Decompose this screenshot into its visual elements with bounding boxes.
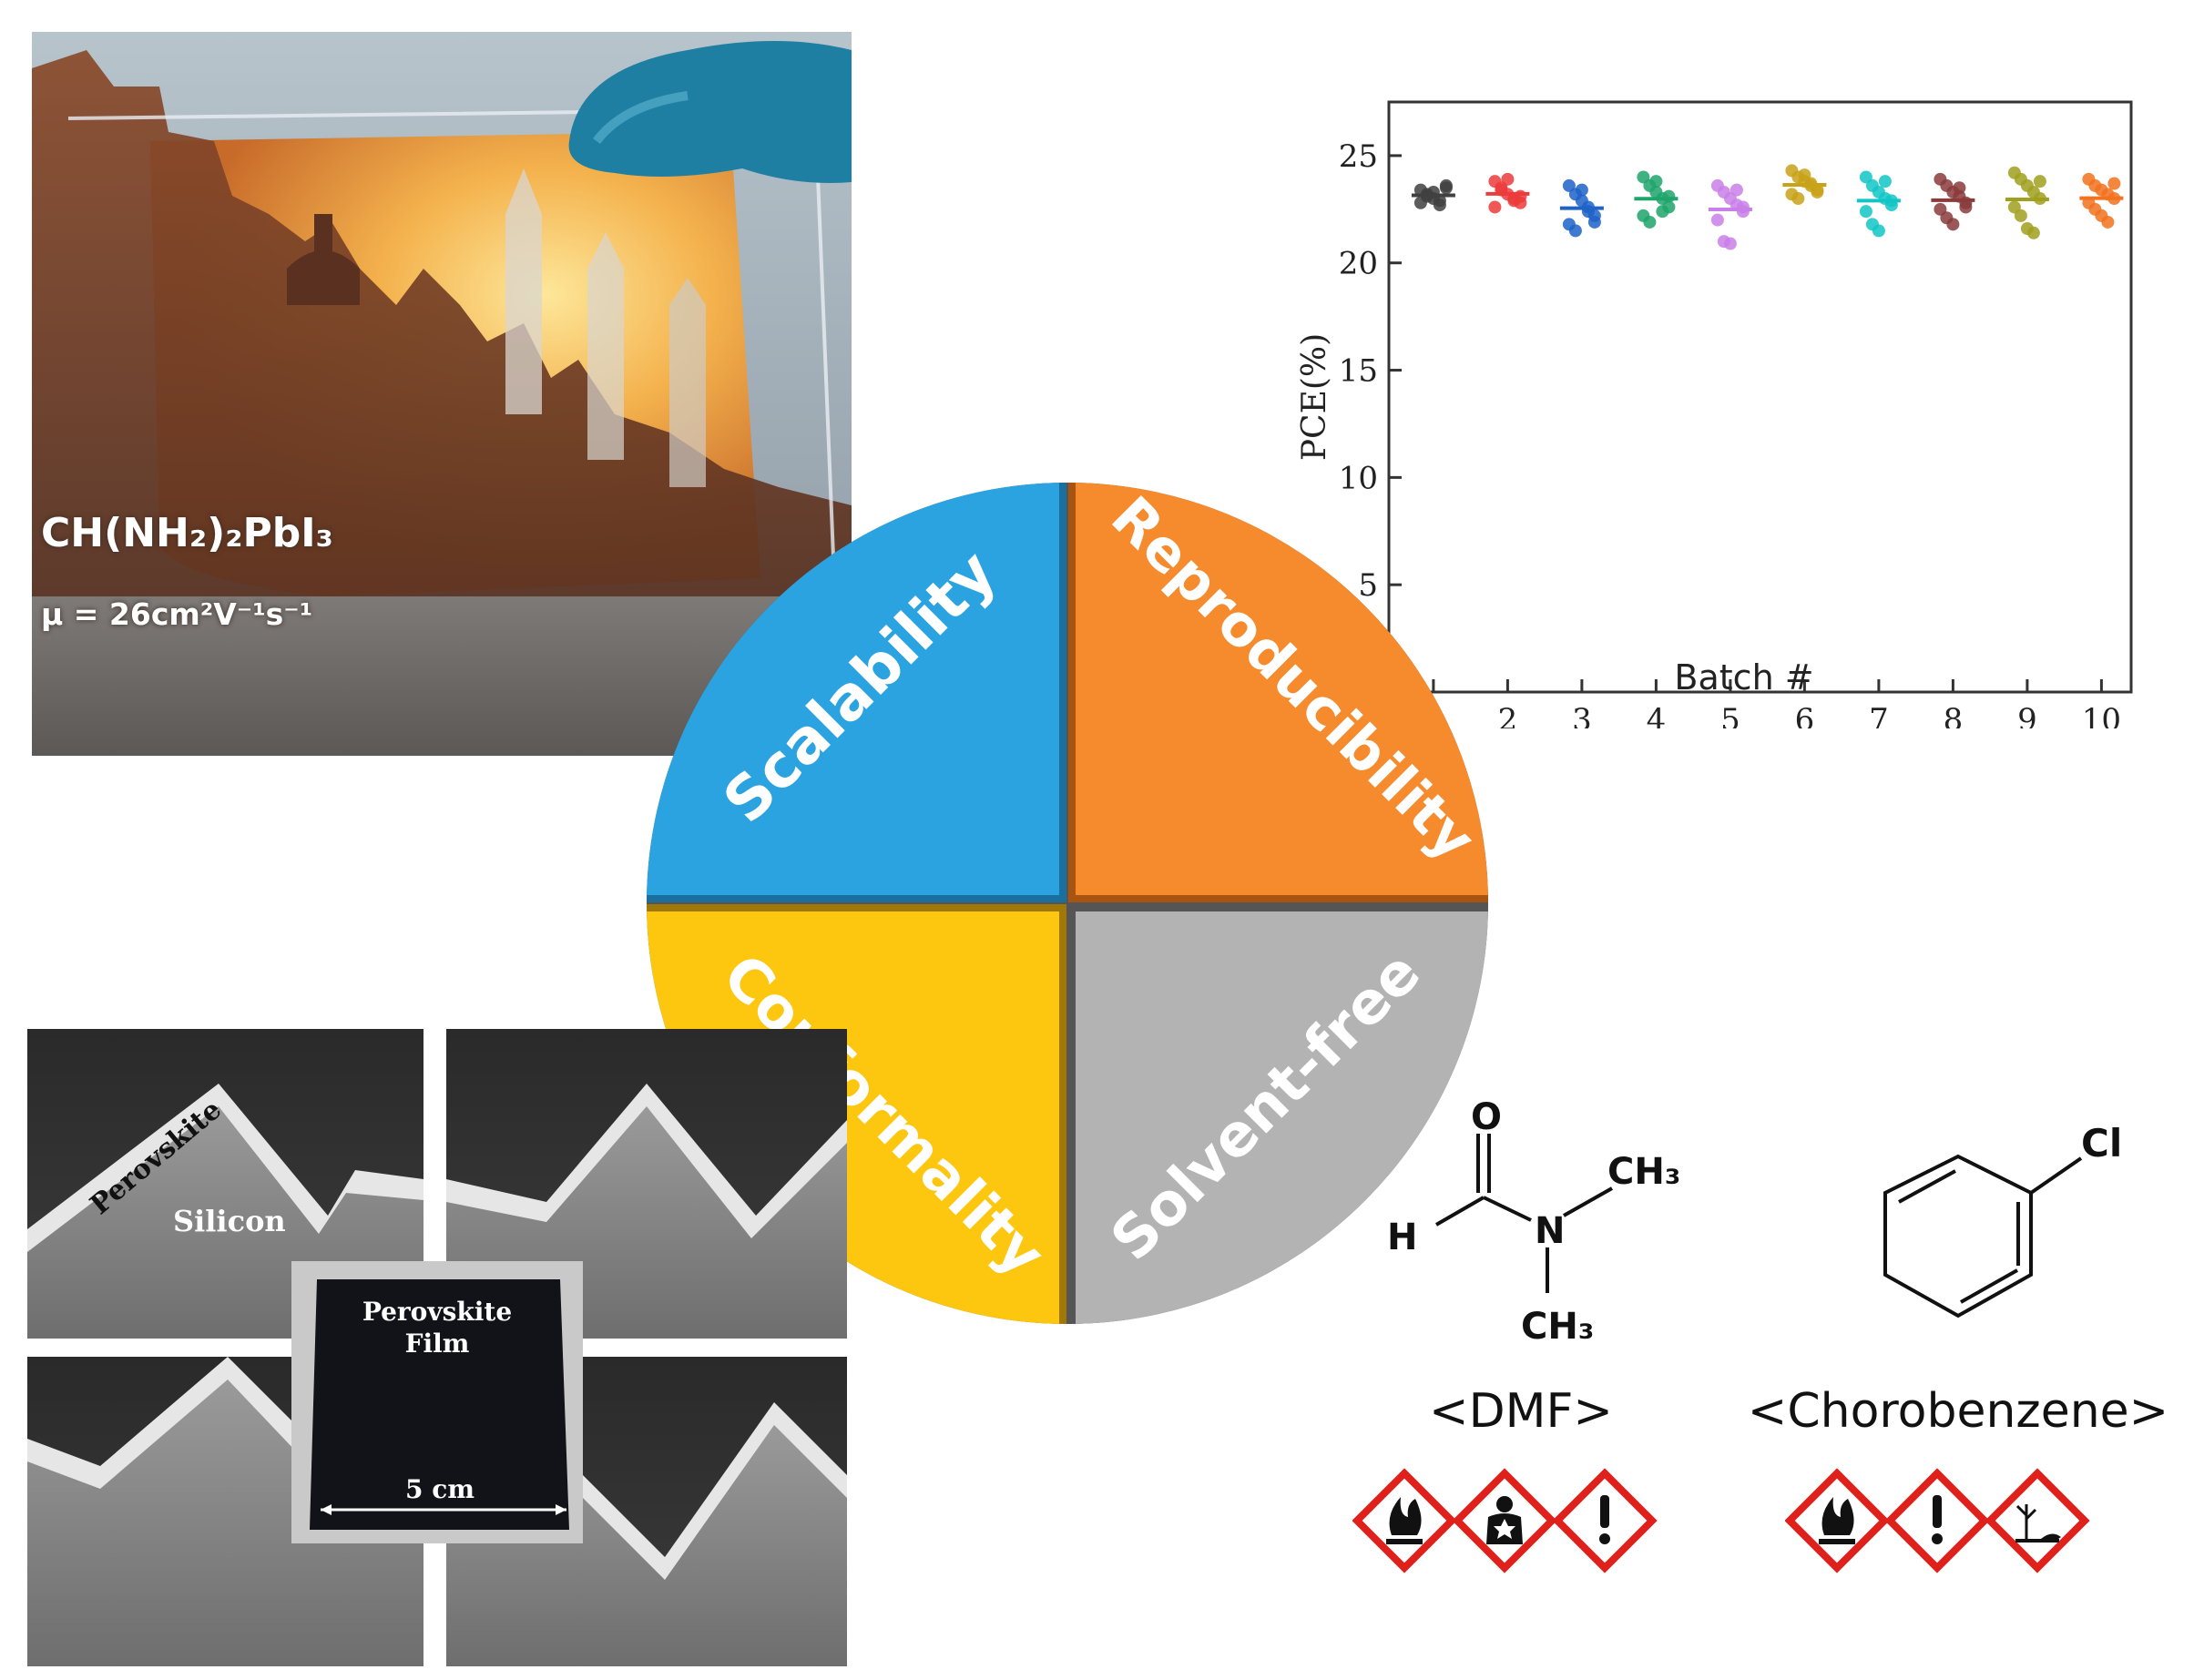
pce-data-point — [1872, 224, 1885, 238]
pce-data-point — [1501, 172, 1515, 186]
pce-data-point — [1575, 183, 1588, 197]
flame-icon — [1352, 1468, 1457, 1573]
film-label-line1: Perovskite — [362, 1297, 512, 1327]
sem-images-svg: Perovskite Silicon Perovskite Film 5 cm — [27, 1029, 847, 1666]
dmf-methyl-upper: CH₃ — [1607, 1151, 1680, 1193]
dmf-hazard-pictograms — [1352, 1466, 1662, 1575]
feature-wheel-svg: Scalability Reproducibility Conformality… — [647, 483, 1488, 1324]
x-tick-label: 5 — [1720, 702, 1740, 728]
chart-plot-frame — [1387, 100, 2133, 694]
y-tick-label: 20 — [1339, 246, 1378, 282]
pce-data-point — [1953, 181, 1966, 195]
pce-data-point — [1514, 189, 1527, 203]
dmf-structure: O H N CH₃ CH₃ — [1362, 1084, 1717, 1357]
pce-data-point — [1439, 178, 1453, 192]
feature-wheel: Scalability Reproducibility Conformality… — [642, 478, 1494, 1329]
pce-data-point — [1488, 200, 1502, 214]
pce-data-point — [1643, 215, 1657, 229]
chlorobenzene-hazard-pictograms — [1785, 1466, 2095, 1575]
pce-chart: 051015202512345678910 PCE(%) Batch # — [1270, 91, 2145, 728]
x-tick-label: 3 — [1572, 702, 1592, 728]
pce-data-point — [1587, 215, 1601, 229]
pce-data-point — [1946, 218, 1960, 231]
film-scale-label: 5 cm — [405, 1474, 474, 1504]
photo-formula: CH(NH₂)₂PbI₃ — [41, 510, 333, 556]
pce-data-point — [1859, 205, 1872, 219]
y-tick-label: 5 — [1358, 567, 1378, 604]
pce-data-point — [1959, 200, 1973, 214]
exclamation-icon — [1884, 1468, 1990, 1573]
pce-chart-svg: 051015202512345678910 PCE(%) — [1296, 100, 2133, 728]
pce-data-point — [2014, 209, 2027, 222]
x-tick-label: 8 — [1944, 702, 1964, 728]
x-tick-label: 10 — [2082, 702, 2121, 728]
dmf-methyl-lower: CH₃ — [1521, 1306, 1594, 1348]
photo-illustration — [32, 32, 852, 756]
film-label-line2: Film — [405, 1329, 470, 1359]
chlorobenzene-structure-svg: Cl — [1883, 1121, 2122, 1319]
dmf-hydrogen: H — [1387, 1217, 1417, 1258]
pce-data-point — [1433, 199, 1446, 212]
exclamation-icon — [1552, 1468, 1658, 1573]
pce-data-point — [1723, 237, 1737, 250]
x-tick-label: 9 — [2017, 702, 2037, 728]
chart-y-axis-label: PCE(%) — [1296, 333, 1333, 461]
pce-data-point — [1736, 200, 1750, 214]
chlorobenzene-label: <Chorobenzene> — [1747, 1384, 2169, 1439]
pce-data-point — [2033, 175, 2046, 188]
dmf-oxygen: O — [1471, 1096, 1502, 1138]
perovskite-photo: CH(NH₂)₂PbI₃ μ = 26cm²V⁻¹s⁻¹ — [32, 32, 852, 756]
y-tick-label: 15 — [1339, 353, 1378, 390]
perovskite-film-inset — [291, 1261, 583, 1543]
pce-data-point — [1656, 205, 1669, 219]
dmf-structure-svg: O H N CH₃ CH₃ — [1387, 1096, 1680, 1348]
pce-data-point — [2026, 226, 2040, 239]
pce-data-point — [1791, 192, 1805, 206]
x-tick-label: 6 — [1795, 702, 1815, 728]
pce-data-point — [1662, 189, 1676, 203]
chlorobenzene-structure: Cl — [1840, 1102, 2186, 1366]
pce-data-point — [1649, 175, 1663, 188]
environment-icon — [1985, 1468, 2090, 1573]
sem-silicon-label: Silicon — [173, 1204, 286, 1238]
y-tick-label: 25 — [1339, 138, 1378, 175]
chlorine-atom: Cl — [2081, 1121, 2122, 1166]
sem-image-grid: Perovskite Silicon Perovskite Film 5 cm — [27, 1020, 847, 1666]
dmf-nitrogen: N — [1535, 1210, 1565, 1252]
pce-data-point — [1568, 224, 1582, 238]
health-hazard-icon — [1452, 1468, 1557, 1573]
pce-data-point — [2107, 177, 2121, 190]
dmf-label: <DMF> — [1429, 1384, 1613, 1439]
pce-data-point — [1878, 175, 1892, 188]
pce-data-point — [1811, 185, 1824, 199]
pce-data-point — [1730, 183, 1743, 197]
chart-x-axis-label: Batch # — [1674, 657, 1814, 697]
photo-mobility: μ = 26cm²V⁻¹s⁻¹ — [41, 596, 313, 632]
sem-panel-top-right — [446, 1029, 847, 1339]
pce-data-point — [2101, 215, 2115, 229]
x-tick-label: 4 — [1647, 702, 1667, 728]
y-tick-label: 10 — [1339, 460, 1378, 496]
flame-icon — [1785, 1468, 1890, 1573]
x-tick-label: 2 — [1498, 702, 1518, 728]
x-tick-label: 7 — [1869, 702, 1889, 728]
pce-data-point — [1710, 213, 1724, 227]
